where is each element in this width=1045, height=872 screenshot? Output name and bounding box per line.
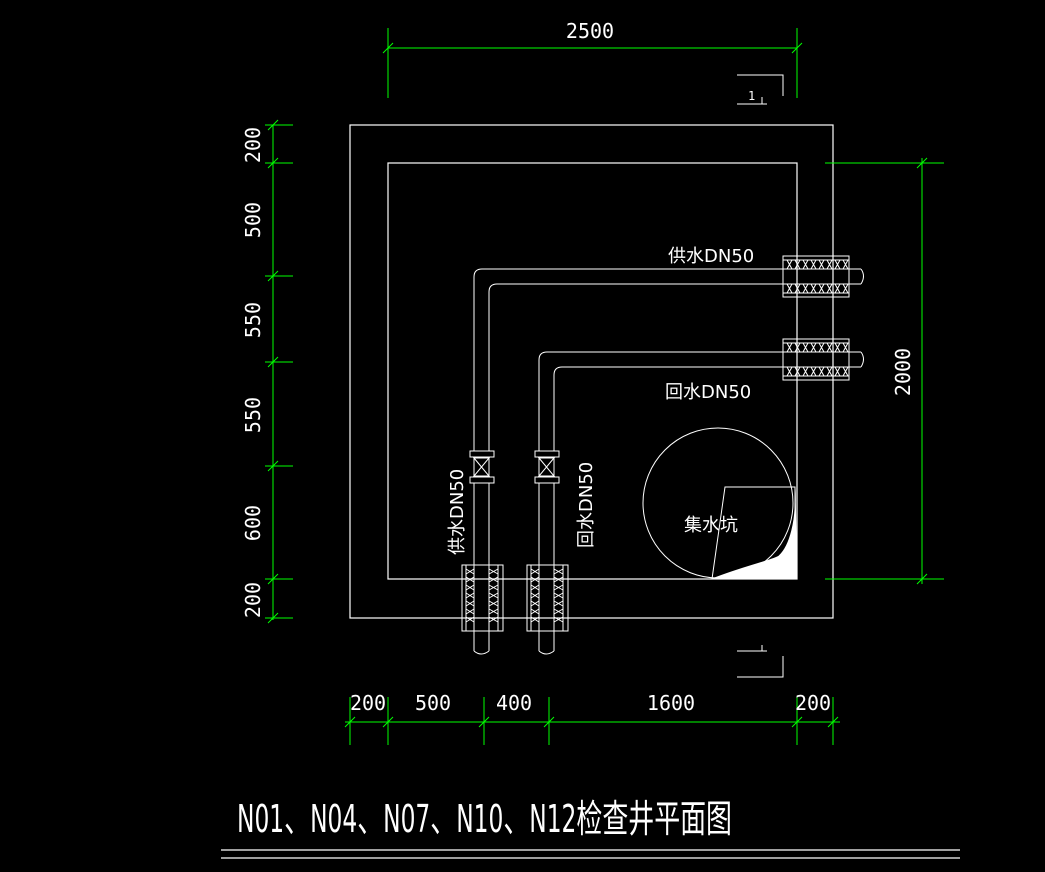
dimension-right	[825, 157, 944, 585]
section-mark-bottom	[737, 645, 784, 678]
sleeve-return-bottom	[526, 564, 569, 632]
section-mark-top-number: 1	[748, 89, 755, 103]
title-underline	[221, 849, 960, 859]
valve-return	[534, 450, 560, 484]
outer-wall	[349, 124, 834, 619]
sleeve-return-right	[782, 338, 850, 381]
valve-supply	[469, 450, 495, 484]
dimension-bottom	[344, 697, 840, 745]
dim-left-0: 200	[241, 127, 265, 163]
label-supply-horizontal: 供水DN50	[668, 246, 754, 267]
dim-bottom-3: 1600	[647, 691, 695, 715]
section-mark-top	[737, 74, 784, 105]
return-pipe	[538, 351, 864, 655]
label-supply-vertical: 供水DN50	[447, 469, 468, 555]
dim-left-2: 550	[241, 302, 265, 338]
dim-bottom-4: 200	[795, 691, 831, 715]
dimension-left	[265, 119, 293, 624]
dim-bottom-1: 500	[415, 691, 451, 715]
dimension-top	[382, 28, 803, 98]
dim-top-text: 2500	[566, 19, 614, 43]
label-return-horizontal: 回水DN50	[665, 382, 751, 403]
dim-bottom-0: 200	[350, 691, 386, 715]
sleeve-supply-right	[782, 255, 850, 298]
drawing-title: N01、N04、N07、N10、N12检查井平面图	[237, 797, 732, 841]
dim-left-5: 200	[241, 582, 265, 618]
supply-pipe	[473, 268, 864, 655]
dim-bottom-2: 400	[496, 691, 532, 715]
dim-right-text: 2000	[891, 348, 915, 396]
sump-pit	[642, 427, 798, 580]
dim-left-1: 500	[241, 202, 265, 238]
dim-left-4: 600	[241, 505, 265, 541]
label-sump: 集水坑	[684, 515, 738, 536]
dim-left-3: 550	[241, 397, 265, 433]
label-return-vertical: 回水DN50	[576, 462, 597, 548]
sleeve-supply-bottom	[461, 564, 504, 632]
